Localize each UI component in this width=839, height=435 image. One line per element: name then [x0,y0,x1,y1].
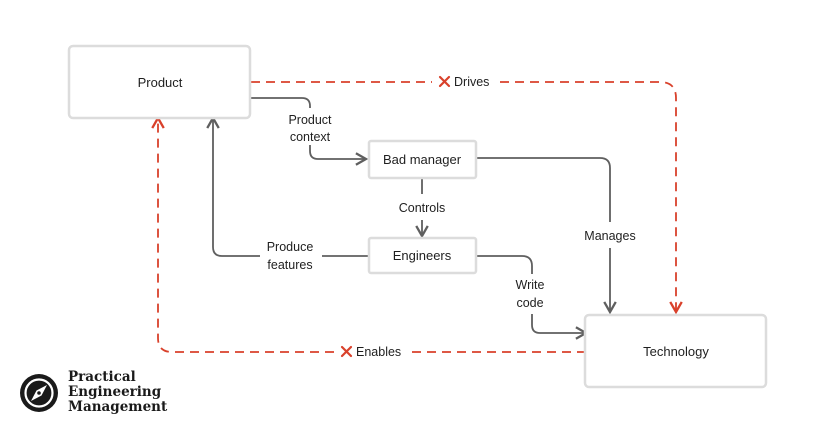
edge-write-code-arrow [531,314,589,340]
edge-product-context-arrow [309,145,369,166]
node-product: Product [67,44,252,120]
logo-line-2: Engineering [68,384,162,400]
node-bad-manager: Bad manager [367,139,478,180]
edge-label-product-context-line1: Product [288,113,332,127]
logo-line-3: Management [68,399,168,415]
node-bad-manager-label: Bad manager [383,152,462,167]
edge-label-controls: Controls [399,201,446,215]
edge-label-product-context-line2: context [290,130,331,144]
node-product-label: Product [138,75,183,90]
node-engineers: Engineers [367,236,478,275]
edge-label-write-code-line1: Write [516,278,545,292]
edge-label-drives: Drives [454,75,489,89]
logo-line-1: Practical [68,369,136,385]
edge-drives-arrow [500,81,683,315]
edge-product-context [249,97,311,108]
node-technology-label: Technology [643,344,709,359]
edge-produce-features-arrow [206,115,260,257]
edge-label-enables: Enables [356,345,401,359]
logo: Practical Engineering Management [18,370,167,415]
compass-icon [20,373,58,412]
node-engineers-label: Engineers [393,248,452,263]
node-technology: Technology [583,313,768,389]
cross-icon [340,345,353,358]
edge-label-produce-features-line1: Produce [267,240,314,254]
edge-label-produce-features-line2: features [267,258,312,272]
edge-enables-arrow [151,115,334,353]
edge-write-code [476,255,533,274]
cross-icon [438,75,451,88]
logo-wordmark: Practical Engineering Management [68,370,167,415]
edge-manages [476,157,611,222]
edge-label-manages: Manages [584,229,635,243]
edge-label-write-code-line2: code [516,296,543,310]
